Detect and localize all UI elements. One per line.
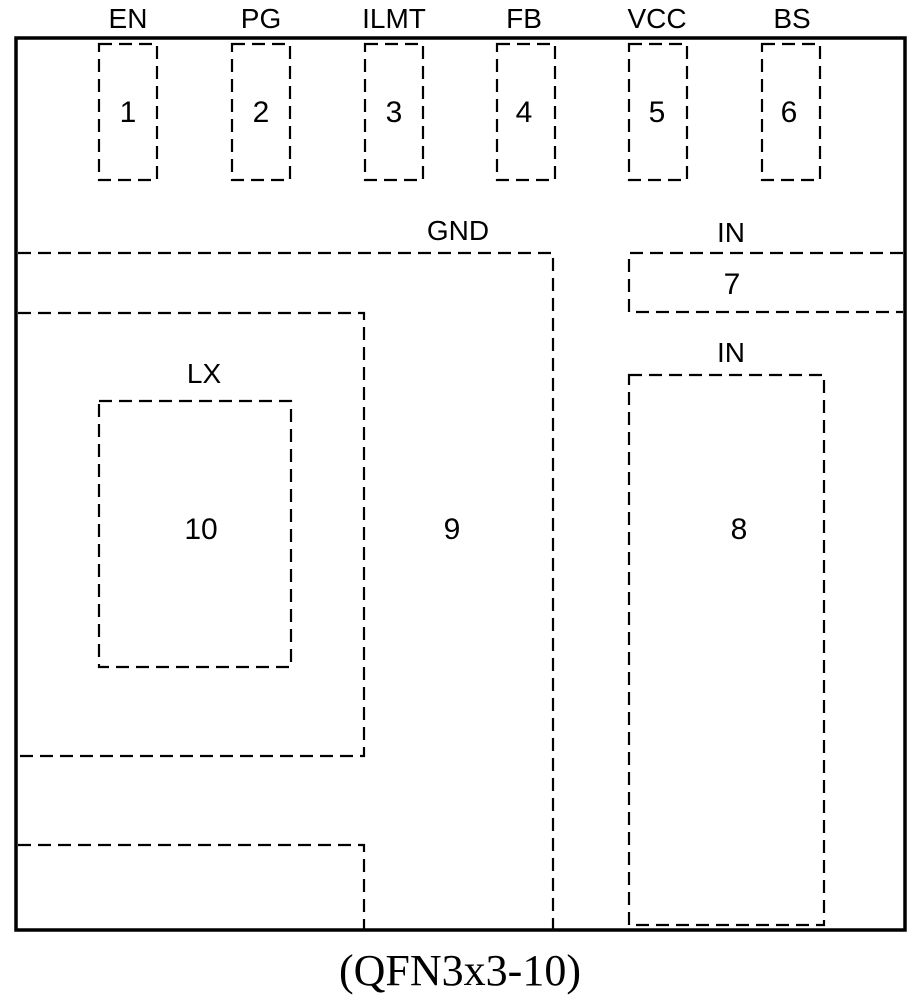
pin-3-number: 3 — [386, 96, 403, 129]
lx-pad-outline — [18, 311, 366, 758]
pin-6-number: 6 — [781, 96, 798, 129]
lx-pad-name: LX — [187, 358, 222, 389]
pin-1-pad — [97, 42, 159, 182]
gnd-pad-number: 9 — [444, 513, 461, 546]
pin-5-number: 5 — [649, 96, 666, 129]
pin-2-name: PG — [241, 3, 281, 34]
pin-1-name: EN — [109, 3, 148, 34]
pin-4-number: 4 — [516, 96, 533, 129]
in-pad-8-number: 8 — [731, 513, 748, 546]
pin-4-name: FB — [506, 3, 542, 34]
in-pad-8-outline — [627, 373, 826, 927]
package-outline — [14, 36, 907, 932]
pin-2-pad — [230, 42, 292, 182]
pin-6-name: BS — [773, 3, 810, 34]
pin-4-pad — [495, 42, 557, 182]
in-pad-7-number: 7 — [724, 268, 741, 301]
gnd-pad-outline — [18, 251, 555, 930]
pin-3-pad — [363, 42, 425, 182]
lx-pad-inner — [97, 399, 293, 669]
pin-2-number: 2 — [253, 96, 270, 129]
pin-1-number: 1 — [120, 96, 137, 129]
in-pad-7-outline — [627, 251, 903, 314]
pin-6-pad — [760, 42, 822, 182]
in-pad-7-name: IN — [717, 217, 745, 248]
gnd-pad-name: GND — [427, 215, 489, 246]
lx-pad-number: 10 — [184, 513, 217, 546]
pin-5-pad — [627, 42, 689, 182]
pin-5-name: VCC — [627, 3, 686, 34]
gnd-pad-notch-bottom — [18, 843, 366, 930]
in-pad-8-name: IN — [717, 337, 745, 368]
package-caption: (QFN3x3-10) — [339, 946, 581, 995]
pin-3-name: ILMT — [362, 3, 426, 34]
